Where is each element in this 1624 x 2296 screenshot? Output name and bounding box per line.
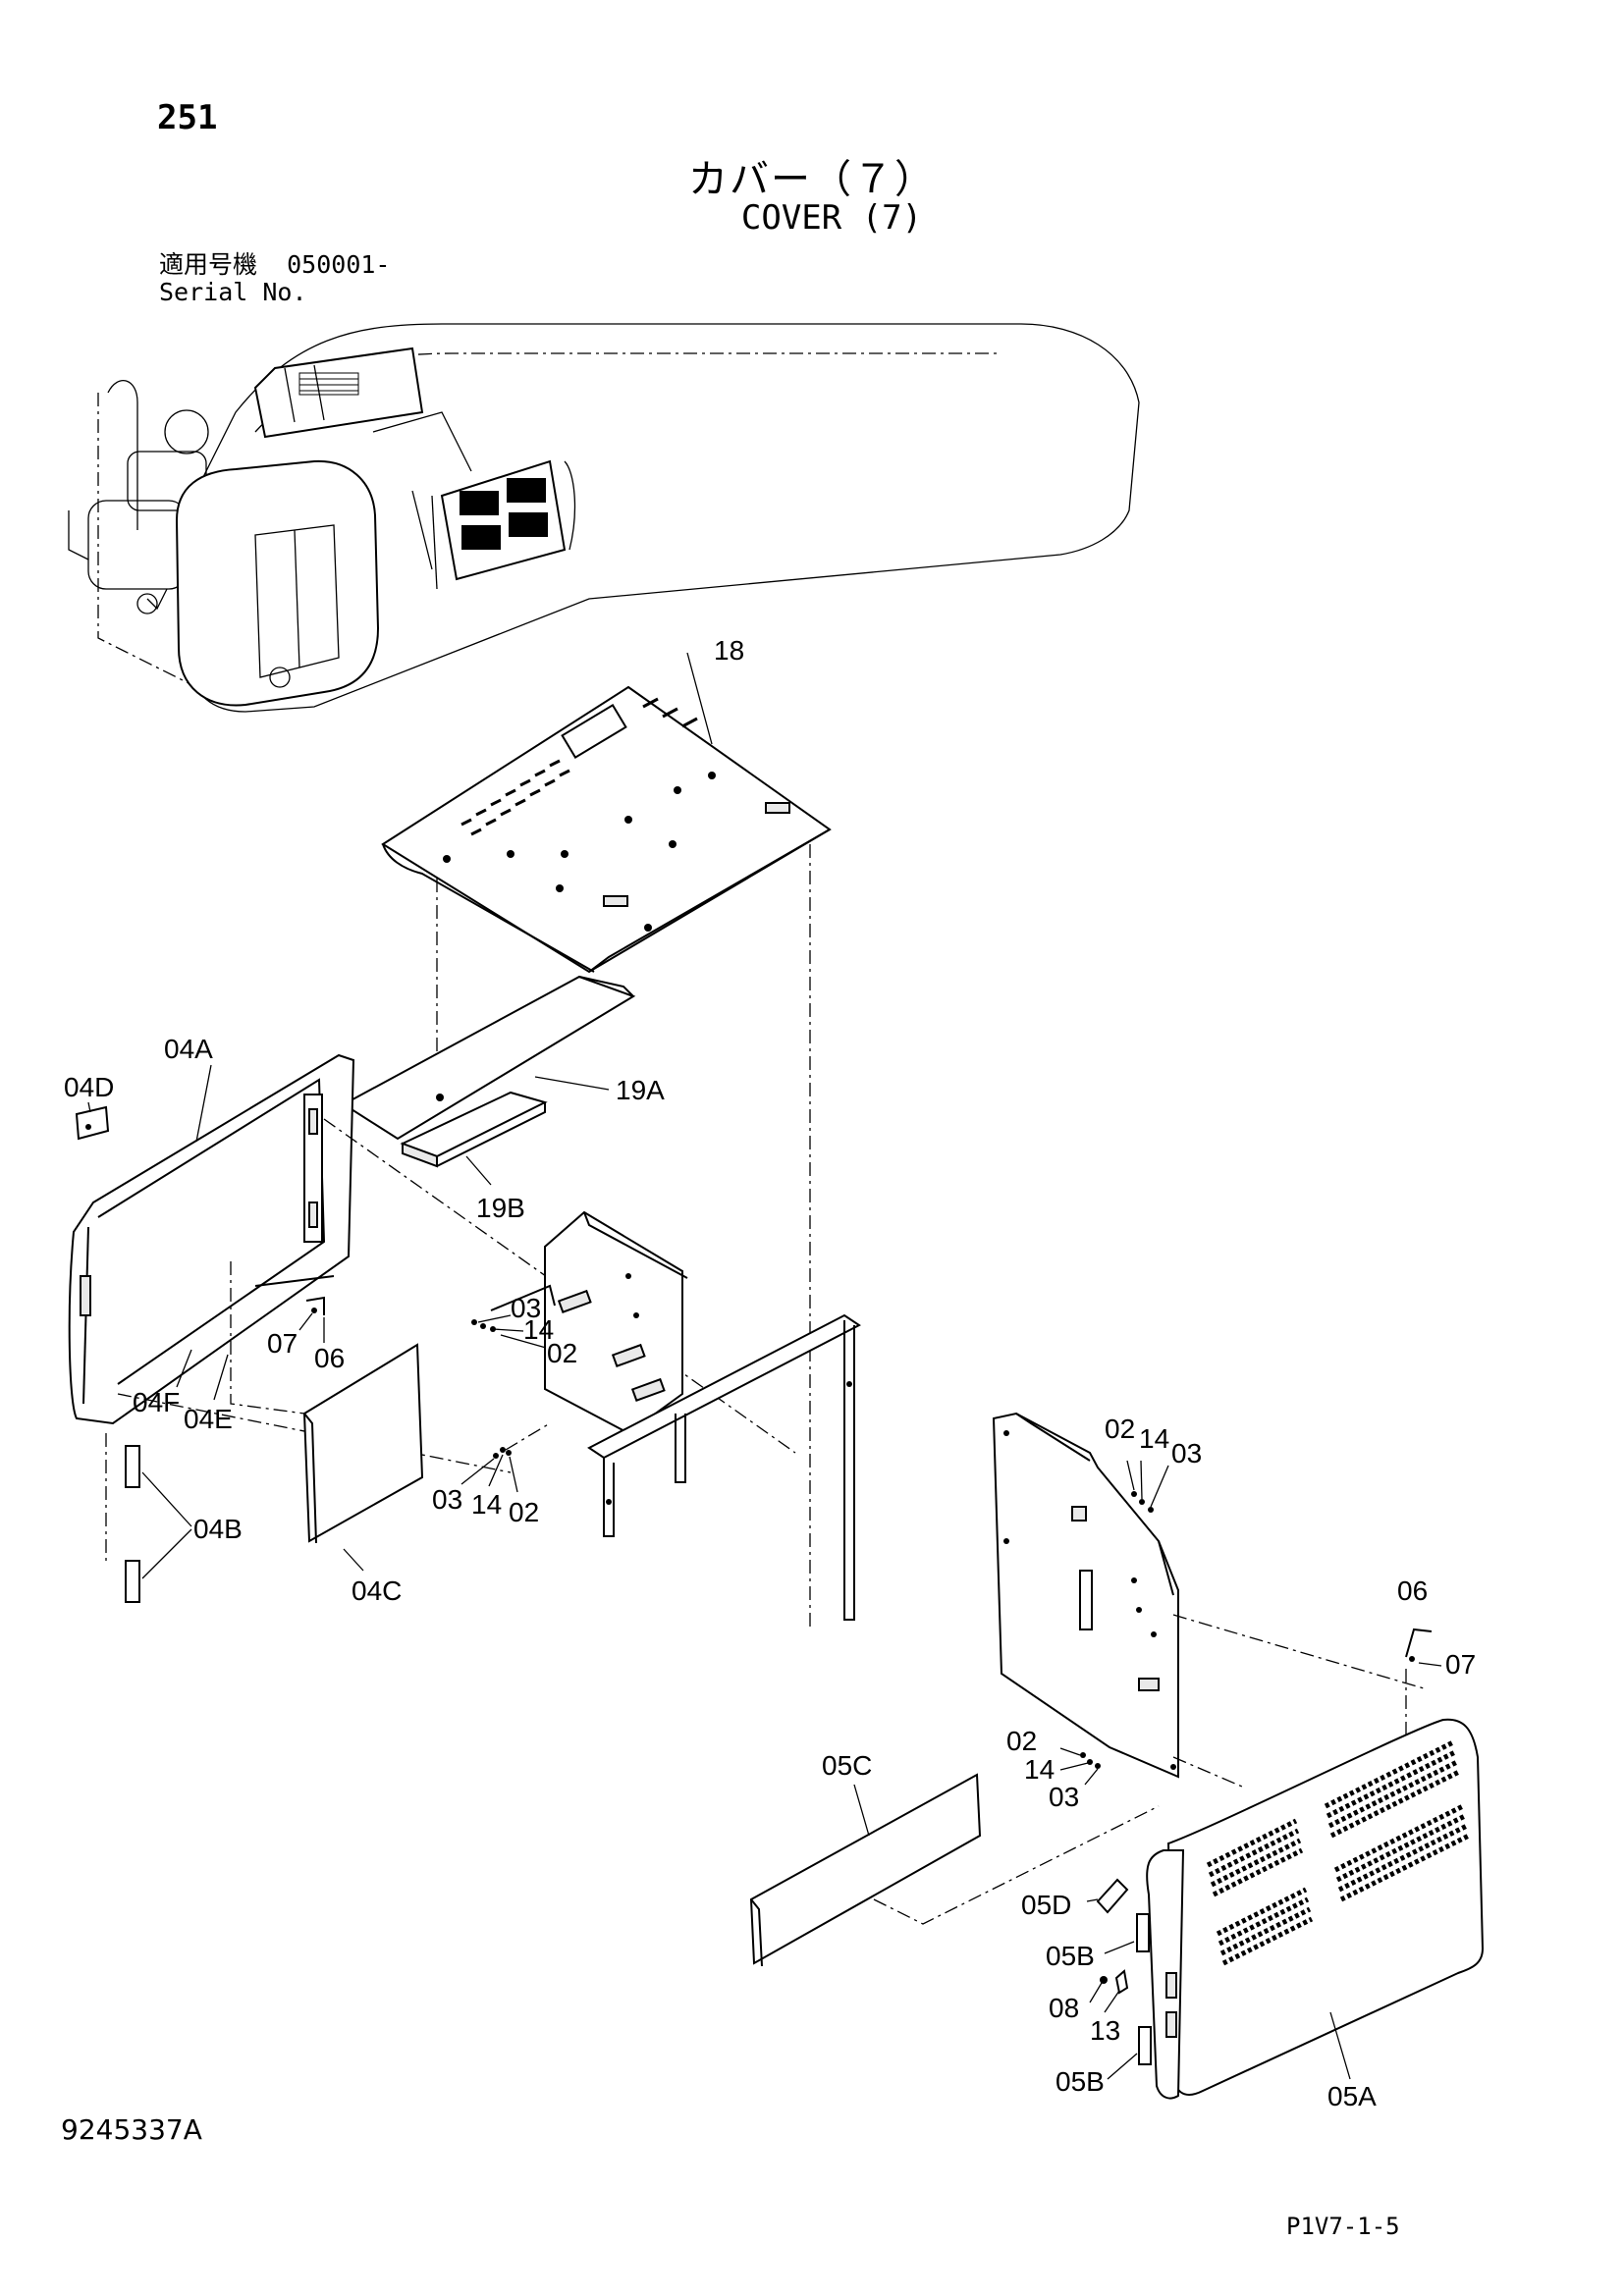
document-id: 9245337A [61, 2113, 202, 2146]
callout-14-center: 14 [523, 1314, 554, 1345]
callout-02-center: 02 [547, 1338, 577, 1368]
callout-02-lower: 02 [509, 1497, 539, 1527]
callout-19b: 19B [476, 1193, 525, 1223]
title-japanese: カバー（７） [688, 157, 936, 202]
right-panel-bracket [992, 1412, 1179, 1779]
part-19a-duct [342, 975, 636, 1141]
serial-value: 050001- [287, 250, 391, 279]
center-bracket [490, 1210, 688, 1435]
leader-18 [686, 652, 713, 745]
leader-04f [176, 1349, 192, 1388]
guide-line-04c [230, 1261, 305, 1415]
callout-03-right-upper: 03 [1171, 1438, 1202, 1468]
callout-14-right-lower: 14 [1024, 1754, 1055, 1785]
callout-04d: 04D [64, 1072, 114, 1102]
leader-19b [465, 1155, 492, 1186]
callout-03-center: 03 [511, 1293, 541, 1323]
center-frame-bar [587, 1313, 861, 1621]
callout-18: 18 [714, 635, 744, 666]
leader-05c [853, 1784, 870, 1837]
callout-04a: 04A [164, 1034, 213, 1064]
callout-02-right-upper: 02 [1105, 1414, 1135, 1444]
leader-04a [195, 1064, 212, 1143]
callout-05a: 05A [1327, 2081, 1377, 2111]
part-05b-strip-lower [1138, 2026, 1152, 2065]
callout-03-right-lower: 03 [1049, 1782, 1079, 1812]
guide-line-right-2 [1172, 1756, 1243, 1788]
part-18-top-plate [381, 685, 832, 974]
serial-label-jp: 適用号機 [159, 250, 258, 279]
part-04b-strips [105, 1433, 140, 1603]
callout-04c: 04C [352, 1575, 402, 1606]
callout-14-lower: 14 [471, 1489, 502, 1520]
part-06-07-latch-left [298, 1296, 325, 1343]
leader-05b-lower [1107, 2053, 1138, 2080]
serial-block: 適用号機 050001- Serial No. [159, 251, 390, 306]
guide-line-right-1 [1172, 1614, 1425, 1689]
leader-04b [141, 1471, 192, 1579]
part-04a-door-frame [68, 1053, 355, 1425]
leader-05b-upper [1104, 1941, 1135, 1954]
fasteners-center [460, 1314, 551, 1493]
cover-louvers [1206, 1739, 1471, 1966]
guide-line-05c [873, 1805, 1160, 1925]
callout-05b-upper: 05B [1046, 1941, 1095, 1971]
top-plate-vents [460, 697, 698, 836]
callout-05b-lower: 05B [1056, 2066, 1105, 2097]
callout-07-right: 07 [1445, 1649, 1476, 1680]
callout-07-left: 07 [267, 1328, 298, 1359]
callout-05c: 05C [822, 1750, 872, 1781]
part-04c-pad [302, 1343, 424, 1544]
callout-02-right-lower: 02 [1006, 1726, 1037, 1756]
part-05a-rear-cover [1146, 1718, 1485, 2100]
callout-08: 08 [1049, 1993, 1079, 2023]
title-english: COVER (7) [740, 198, 923, 238]
machine-overview-illustration [68, 323, 1140, 713]
part-05b-strip-upper [1136, 1913, 1150, 1952]
leader-04e [213, 1354, 229, 1401]
callout-06-left: 06 [314, 1343, 345, 1373]
callout-06-right: 06 [1397, 1575, 1428, 1606]
callout-14-right-upper: 14 [1139, 1423, 1169, 1454]
callout-05d: 05D [1021, 1890, 1071, 1920]
callout-04f: 04F [133, 1387, 180, 1417]
part-05d-pad [1096, 1878, 1129, 1914]
callout-04e: 04E [184, 1404, 233, 1434]
guide-line-04a-b [117, 1393, 512, 1473]
callout-13: 13 [1090, 2015, 1120, 2046]
leader-19a [534, 1076, 610, 1091]
callout-03-lower: 03 [432, 1484, 462, 1515]
part-08-13-latch [1089, 1969, 1129, 2013]
serial-label-en: Serial No. [159, 278, 307, 306]
page-code: P1V7-1-5 [1286, 2213, 1400, 2240]
fasteners-right-lower [1059, 1747, 1101, 1786]
page-number: 251 [157, 98, 218, 137]
part-19b-pad [400, 1091, 548, 1168]
leader-05d [1086, 1898, 1099, 1902]
callout-labels: 18 19A 19B 04A 04D 04F 04E 04B 04C 07 06… [64, 635, 1476, 2111]
fasteners-right-upper [1126, 1460, 1169, 1513]
leader-05a [1329, 2011, 1351, 2080]
serial-row-jp: 適用号機 050001- [159, 251, 390, 279]
part-04d-plate [75, 1105, 110, 1141]
leader-04c [343, 1548, 364, 1572]
callout-19a: 19A [616, 1075, 665, 1105]
part-05c-pad [749, 1773, 982, 1967]
leader-04d [87, 1101, 91, 1113]
callout-04b: 04B [193, 1514, 243, 1544]
